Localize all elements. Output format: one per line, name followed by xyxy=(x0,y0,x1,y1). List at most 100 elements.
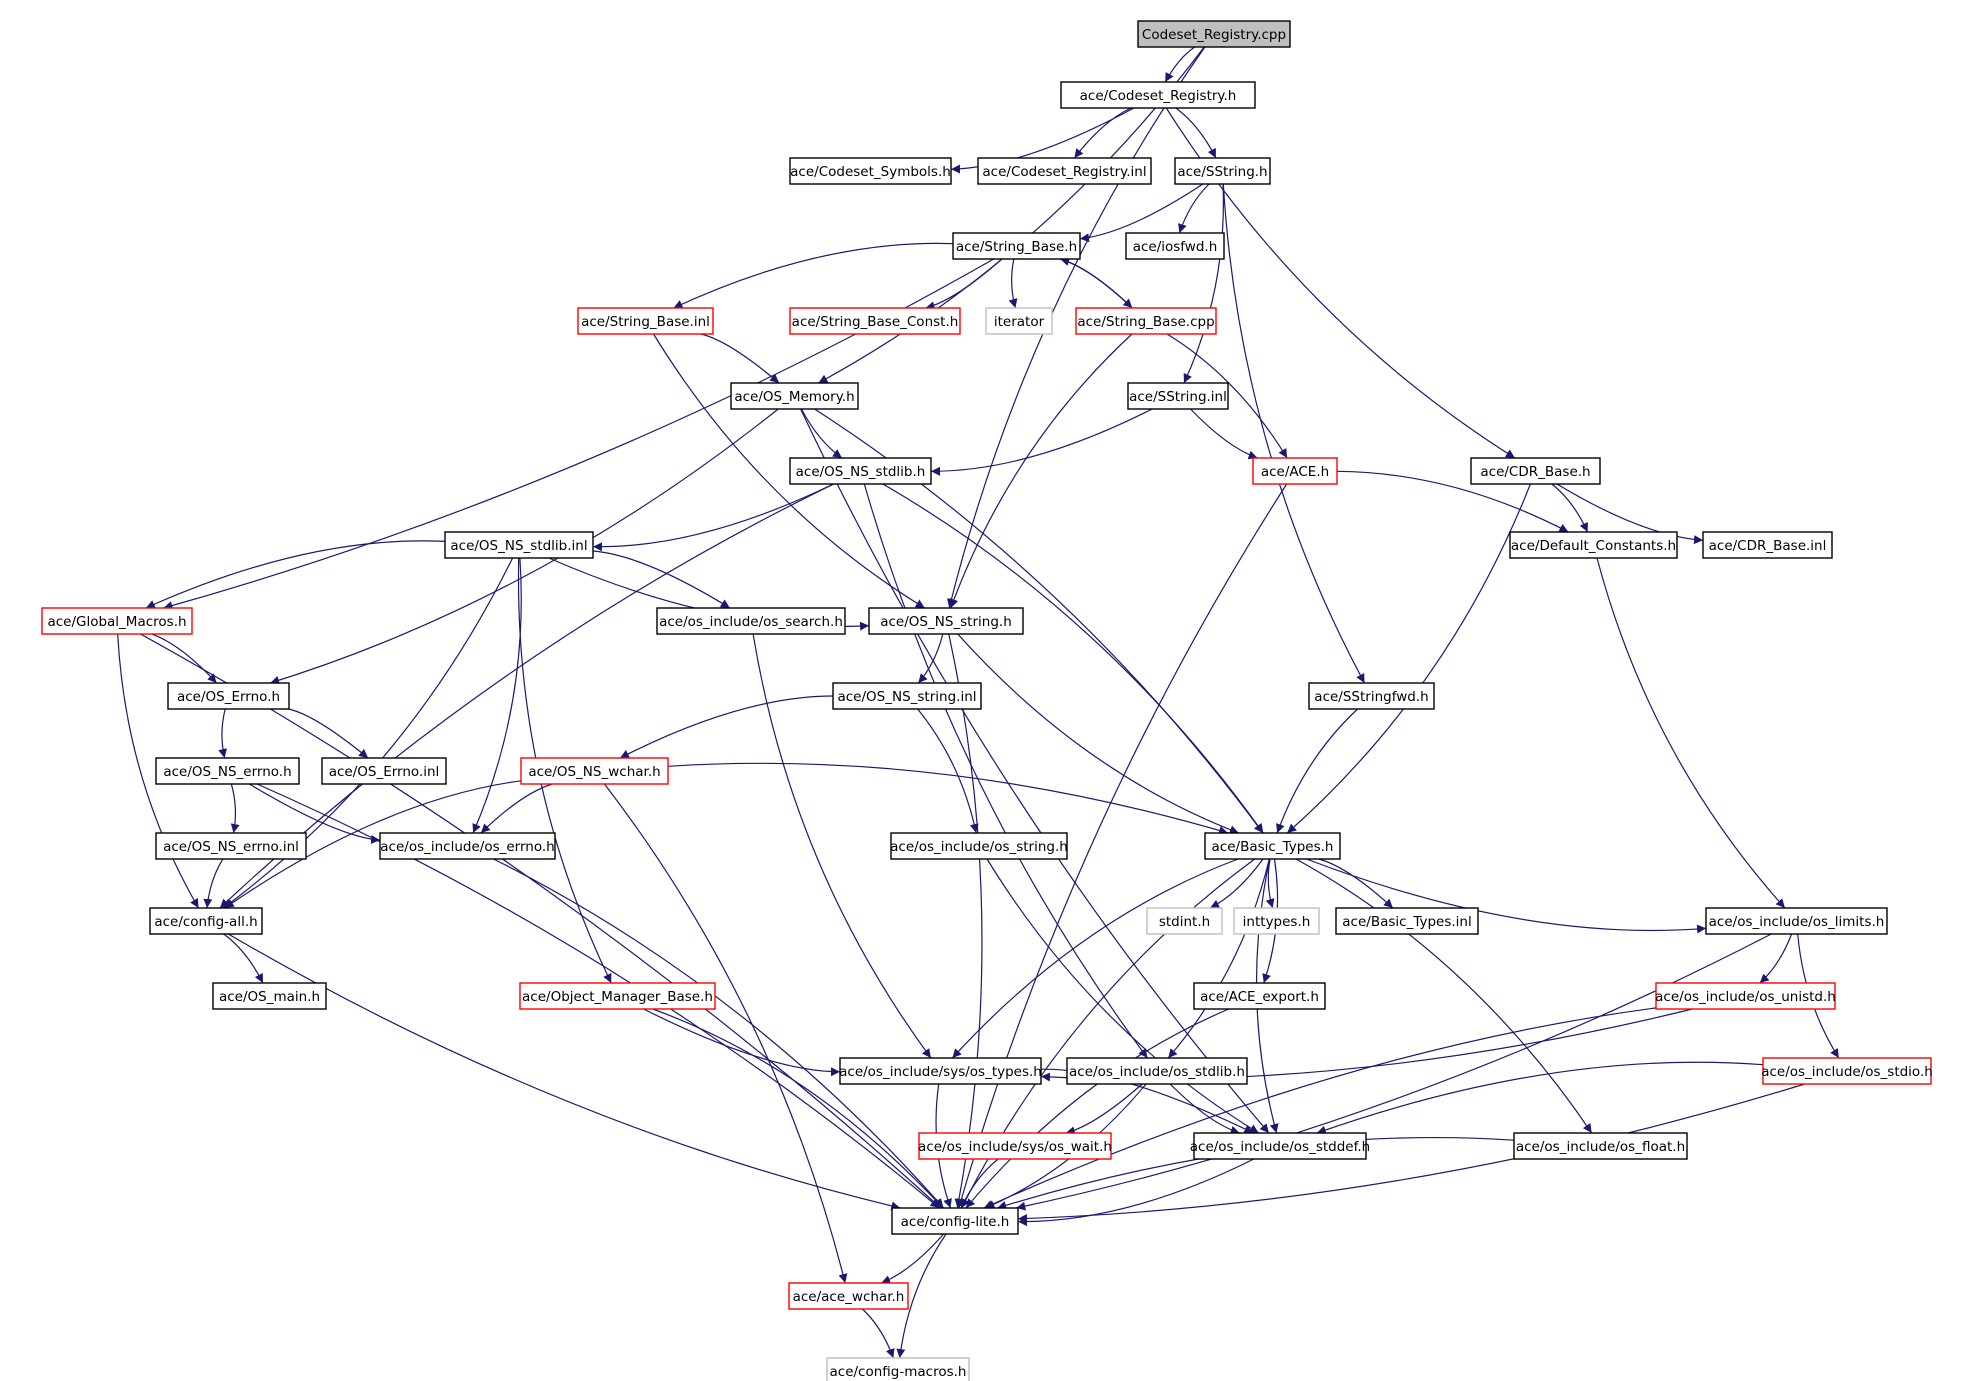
edge-n21-to-n23 xyxy=(917,633,944,684)
graph-node[interactable]: ace/String_Base.inl xyxy=(577,307,714,335)
edge-n31-to-n34 xyxy=(1265,858,1275,909)
graph-node[interactable]: ace/OS_NS_errno.inl xyxy=(155,832,307,860)
graph-node[interactable]: ace/OS_NS_stdlib.h xyxy=(789,457,932,485)
edge-n11-to-n22 xyxy=(270,408,779,685)
graph-node[interactable]: ace/Basic_Types.h xyxy=(1204,832,1341,860)
graph-node[interactable]: ace/os_include/os_unistd.h xyxy=(1655,982,1836,1010)
graph-node[interactable]: ace/OS_Memory.h xyxy=(730,382,859,410)
edge-n44-to-n47 xyxy=(960,1158,999,1209)
node-box xyxy=(839,1057,1042,1085)
node-box xyxy=(985,307,1053,335)
node-label: ace/OS_NS_string.inl xyxy=(837,689,976,705)
graph-node[interactable]: ace/String_Base.cpp xyxy=(1075,307,1217,335)
node-box xyxy=(1125,232,1225,260)
node-box xyxy=(1705,907,1888,935)
node-label: ace/OS_Memory.h xyxy=(734,389,854,405)
edge-n27-to-n32 xyxy=(224,780,522,909)
graph-node[interactable]: ace/SString.h xyxy=(1174,157,1271,185)
edge-n13-to-n42 xyxy=(863,483,1148,1059)
node-box xyxy=(1060,81,1256,109)
edge-n5-to-n9 xyxy=(1008,258,1018,309)
graph-node[interactable]: ace/Codeset_Registry.inl xyxy=(977,157,1152,185)
edge-n25-to-n47 xyxy=(256,783,940,1209)
edge-n25-to-n29 xyxy=(248,783,381,844)
node-box xyxy=(730,382,859,410)
node-label: ace/os_include/os_stdlib.h xyxy=(1069,1064,1245,1080)
node-label: ace/Global_Macros.h xyxy=(47,614,186,630)
graph-node[interactable]: ace/config-all.h xyxy=(149,907,263,935)
node-box xyxy=(1174,157,1271,185)
node-label: ace/os_include/os_limits.h xyxy=(1709,914,1885,930)
node-box xyxy=(212,982,327,1010)
node-box xyxy=(444,531,594,559)
node-label: ace/iosfwd.h xyxy=(1133,239,1218,255)
graph-node[interactable]: ace/iosfwd.h xyxy=(1125,232,1225,260)
graph-node: ace/config-macros.h xyxy=(826,1357,970,1381)
graph-node[interactable]: ace/os_include/os_limits.h xyxy=(1705,907,1888,935)
node-label: ace/Object_Manager_Base.h xyxy=(522,989,713,1005)
node-label: Codeset_Registry.cpp xyxy=(1142,27,1286,43)
graph-node[interactable]: ace/os_include/os_string.h xyxy=(890,832,1068,860)
graph-node[interactable]: ace/CDR_Base.h xyxy=(1470,457,1601,485)
graph-node[interactable]: ace/OS_NS_string.inl xyxy=(832,682,982,710)
node-label: ace/Basic_Types.h xyxy=(1212,839,1334,855)
graph-node[interactable]: ace/os_include/os_errno.h xyxy=(379,832,556,860)
node-label: ace/config-all.h xyxy=(154,914,257,930)
node-box xyxy=(789,307,961,335)
edge-n5-to-n8 xyxy=(925,258,1003,311)
graph-node[interactable]: ace/Object_Manager_Base.h xyxy=(519,982,716,1010)
node-box xyxy=(167,682,290,710)
node-label: ace/ACE.h xyxy=(1261,464,1329,480)
graph-node[interactable]: ace/ACE.h xyxy=(1252,457,1338,485)
graph-node[interactable]: ace/Codeset_Symbols.h xyxy=(789,157,952,185)
graph-node[interactable]: ace/os_include/os_stdlib.h xyxy=(1066,1057,1248,1085)
edge-n1-to-n4 xyxy=(1175,107,1217,159)
graph-node[interactable]: ace/os_include/os_float.h xyxy=(1513,1132,1688,1160)
graph-node[interactable]: ace/String_Base.h xyxy=(952,232,1081,260)
graph-node[interactable]: ace/os_include/os_stddef.h xyxy=(1190,1132,1370,1160)
node-box xyxy=(1702,531,1833,559)
graph-node[interactable]: ace/SString.inl xyxy=(1127,382,1229,410)
graph-node[interactable]: ace/os_include/sys/os_types.h xyxy=(839,1057,1042,1085)
edge-n43-to-n45 xyxy=(1316,1061,1764,1135)
graph-node[interactable]: ace/Codeset_Registry.h xyxy=(1060,81,1256,109)
edge-n4-to-n6 xyxy=(1178,183,1210,234)
graph-node[interactable]: ace/CDR_Base.inl xyxy=(1702,531,1833,559)
graph-node[interactable]: ace/OS_NS_string.h xyxy=(868,607,1024,635)
graph-node[interactable]: ace/os_include/sys/os_wait.h xyxy=(918,1132,1112,1160)
graph-node[interactable]: ace/os_include/os_search.h xyxy=(656,607,846,635)
edge-n27-to-n29 xyxy=(480,783,553,834)
graph-node[interactable]: ace/Default_Constants.h xyxy=(1509,531,1678,559)
graph-node[interactable]: ace/OS_NS_errno.h xyxy=(155,757,300,785)
graph-node[interactable]: ace/OS_NS_stdlib.inl xyxy=(444,531,594,559)
graph-node[interactable]: ace/OS_main.h xyxy=(212,982,327,1010)
graph-node[interactable]: ace/ace_wchar.h xyxy=(788,1282,909,1310)
graph-node[interactable]: ace/ACE_export.h xyxy=(1193,982,1326,1010)
node-box xyxy=(155,757,300,785)
edge-n12-to-n13 xyxy=(930,408,1153,476)
graph-node[interactable]: ace/OS_NS_wchar.h xyxy=(520,757,669,785)
graph-node[interactable]: ace/config-lite.h xyxy=(891,1207,1019,1235)
graph-node[interactable]: ace/OS_Errno.h xyxy=(167,682,290,710)
edge-n31-to-n46 xyxy=(1295,858,1593,1134)
edge-n10-to-n5 xyxy=(1060,257,1133,309)
graph-node[interactable]: ace/Basic_Types.inl xyxy=(1335,907,1479,935)
node-box xyxy=(1470,457,1601,485)
graph-node[interactable]: Codeset_Registry.cpp xyxy=(1137,20,1291,48)
edge-n30-to-n45 xyxy=(986,858,1260,1134)
edge-n1-to-n2 xyxy=(950,107,1135,174)
graph-node[interactable]: ace/SStringfwd.h xyxy=(1308,682,1435,710)
graph-node[interactable]: ace/os_include/os_stdio.h xyxy=(1761,1057,1933,1085)
edge-n28-to-n32 xyxy=(203,858,224,909)
edge-n39-to-n47 xyxy=(965,1008,1230,1209)
node-box xyxy=(1075,307,1217,335)
node-label: ace/os_include/os_errno.h xyxy=(380,839,554,855)
edge-n4-to-n12 xyxy=(1183,183,1224,384)
graph-node: iterator xyxy=(985,307,1053,335)
graph-node[interactable]: ace/OS_Errno.inl xyxy=(321,757,447,785)
graph-node[interactable]: ace/Global_Macros.h xyxy=(41,607,193,635)
graph-node[interactable]: ace/String_Base_Const.h xyxy=(789,307,961,335)
edge-n16-to-n19 xyxy=(145,540,446,609)
node-box xyxy=(868,607,1024,635)
